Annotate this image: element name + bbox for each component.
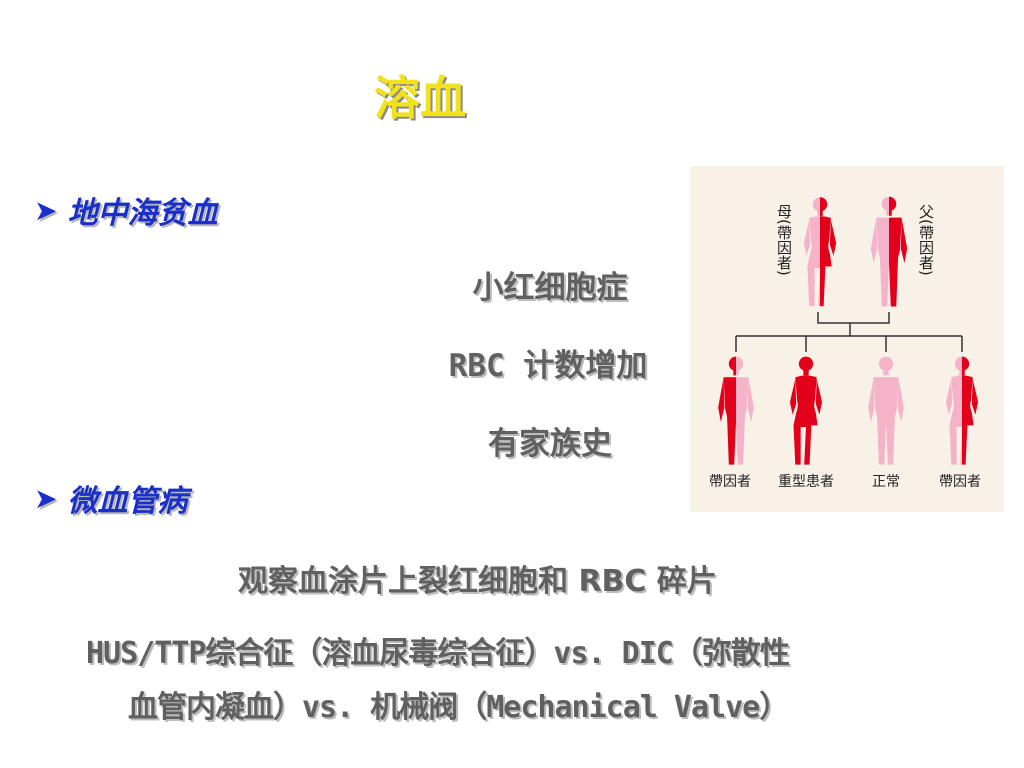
pedigree-figure: 母(帶因者) 父(帶因者) (690, 166, 1004, 512)
mother-label: 母(帶因者) (775, 204, 793, 276)
point-family-history: 有家族史 (488, 426, 612, 462)
child-label-carrier-left: 帶因者 (709, 474, 751, 490)
arrow-bullet-icon: ➤ (34, 193, 58, 227)
point-rbc-count: RBC 计数增加 (448, 348, 648, 384)
father-figure (871, 197, 907, 307)
child-label-normal: 正常 (872, 474, 900, 490)
point-differential-line2: 血管内凝血）vs. 机械阀（Mechanical Valve） (128, 690, 789, 725)
point-microcytosis: 小红细胞症 (472, 270, 628, 306)
pedigree-diagram: 母(帶因者) 父(帶因者) (709, 166, 981, 490)
child-carrier-left-figure (718, 357, 754, 465)
bullet-label: 微血管病 (67, 484, 188, 519)
mother-figure (804, 197, 836, 306)
father-label: 父(帶因者) (917, 204, 935, 276)
child-label-affected: 重型患者 (778, 474, 834, 490)
arrow-bullet-icon: ➤ (34, 481, 58, 515)
slide-title: 溶血 (374, 71, 466, 125)
bullet-microangiopathy: ➤ 微血管病 (34, 476, 187, 520)
pedigree-lines (735, 312, 963, 352)
bullet-label: 地中海贫血 (67, 196, 218, 231)
child-affected-figure (790, 357, 822, 465)
bullet-thalassemia: ➤ 地中海贫血 (34, 188, 217, 232)
point-schistocytes: 观察血涂片上裂红细胞和 RBC 碎片 (238, 564, 717, 599)
child-label-carrier-right: 帶因者 (939, 474, 981, 490)
point-differential-line1: HUS/TTP综合征（溶血尿毒综合征）vs. DIC（弥散性 (86, 636, 790, 671)
child-carrier-right-figure (946, 357, 978, 465)
child-normal-figure (868, 357, 904, 465)
